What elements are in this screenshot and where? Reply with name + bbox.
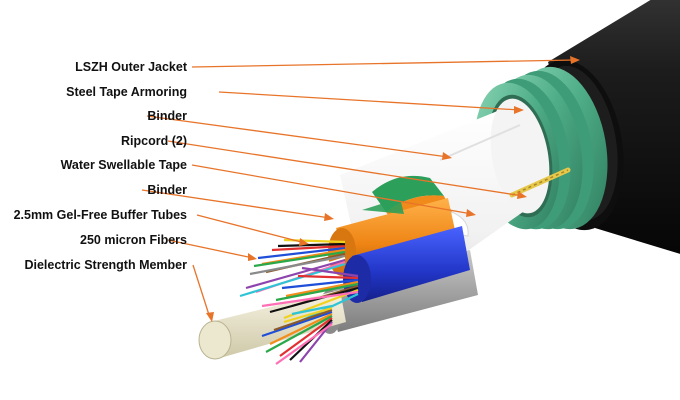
label-ripcord: Ripcord (2) [121, 134, 187, 148]
leader-line-strength-member [192, 264, 211, 319]
leader-line-fibers [167, 239, 254, 259]
fiber-bundle [239, 238, 359, 365]
label-lszh-outer-jacket: LSZH Outer Jacket [75, 60, 187, 74]
label-binder-inner: Binder [147, 183, 187, 197]
label-micron-fibers: 250 micron Fibers [80, 233, 187, 247]
leader-line-buffer-tubes [196, 214, 306, 244]
label-dielectric-strength-member: Dielectric Strength Member [24, 258, 187, 272]
leader-line-ripcord [167, 140, 524, 197]
label-binder-outer: Binder [147, 109, 187, 123]
leader-line-steel-tape [218, 91, 521, 111]
fibers-upper [239, 238, 346, 298]
leader-arrowheads [206, 56, 580, 322]
fibers-lower [261, 304, 333, 365]
leader-line-water-tape [191, 164, 473, 215]
ripcord [509, 167, 571, 198]
leader-line-binder-2 [141, 189, 331, 219]
leader-line-binder-1 [146, 115, 449, 158]
leader-line-outer-jacket [191, 59, 576, 68]
label-water-swellable-tape: Water Swellable Tape [60, 158, 187, 172]
leader-lines [141, 59, 576, 319]
label-steel-tape-armoring: Steel Tape Armoring [66, 85, 187, 99]
label-buffer-tubes: 2.5mm Gel-Free Buffer Tubes [13, 208, 187, 222]
